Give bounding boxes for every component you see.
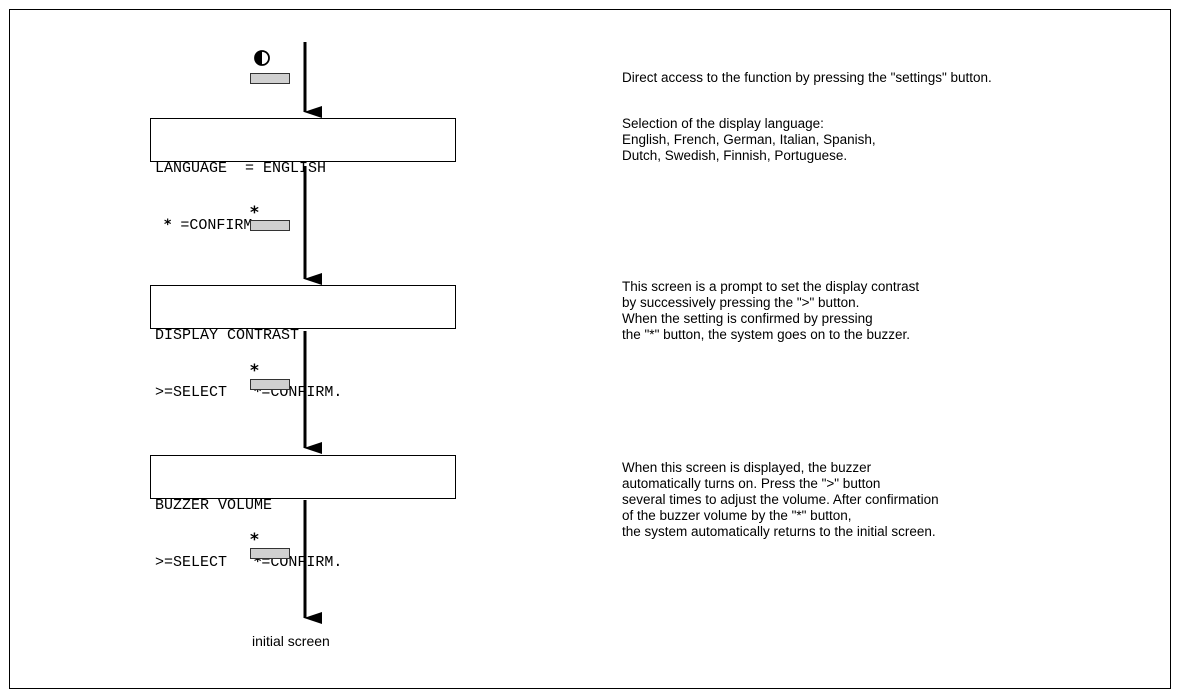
star-symbol: * — [254, 384, 262, 400]
lcd-line-2-suffix: =CONFIRM. — [171, 217, 262, 234]
description-language: Selection of the display language: Engli… — [622, 116, 876, 163]
lcd-line-2: >=SELECT *=CONFIRM. — [155, 383, 455, 402]
contrast-half-circle-icon — [254, 50, 270, 66]
confirm-key-symbol: * — [250, 530, 259, 550]
confirm-button-3[interactable] — [250, 548, 290, 559]
flow-arrows — [254, 42, 322, 624]
description-buzzer-volume: When this screen is displayed, the buzze… — [622, 460, 939, 539]
lcd-line-1: DISPLAY CONTRAST — [155, 327, 300, 344]
star-symbol: * — [254, 554, 262, 570]
confirm-key-symbol: * — [250, 203, 259, 223]
lcd-screen-buzzer-volume: BUZZER VOLUME >=SELECT *=CONFIRM. — [150, 455, 456, 571]
settings-button[interactable] — [250, 73, 290, 84]
lcd-line-1: LANGUAGE = ENGLISH — [155, 160, 327, 177]
confirm-button-1[interactable] — [250, 220, 290, 231]
lcd-line-2-prefix — [155, 217, 164, 234]
lcd-line-1: BUZZER VOLUME — [155, 497, 273, 514]
lcd-line-2: * =CONFIRM. — [155, 216, 455, 235]
confirm-key-symbol: * — [250, 361, 259, 381]
lcd-line-2-prefix: >=SELECT — [155, 554, 255, 571]
lcd-screen-language: LANGUAGE = ENGLISH * =CONFIRM. — [150, 118, 456, 234]
lcd-line-2-prefix: >=SELECT — [155, 384, 255, 401]
description-settings-access: Direct access to the function by pressin… — [622, 70, 992, 85]
confirm-button-2[interactable] — [250, 379, 290, 390]
lcd-line-2: >=SELECT *=CONFIRM. — [155, 553, 455, 572]
description-display-contrast: This screen is a prompt to set the displ… — [622, 279, 920, 342]
initial-screen-label: initial screen — [252, 633, 330, 649]
star-symbol: * — [164, 217, 172, 233]
lcd-screen-display-contrast: DISPLAY CONTRAST >=SELECT *=CONFIRM. — [150, 285, 456, 401]
